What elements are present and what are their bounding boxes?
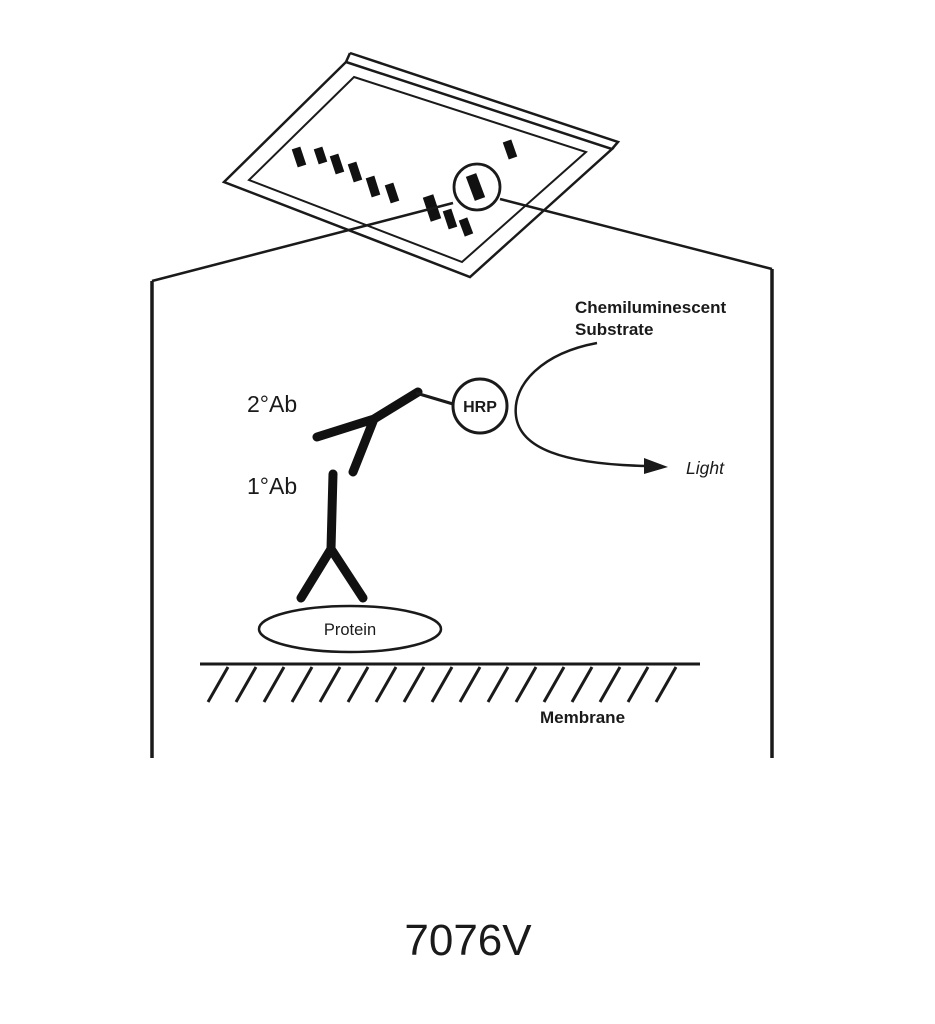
blot-film-inner-edge — [247, 75, 588, 264]
blot-bands — [291, 139, 518, 237]
blot-film — [221, 51, 621, 279]
blot-film-rim — [344, 51, 621, 150]
chemiluminescence-reaction: Chemiluminescent Substrate Light — [514, 298, 726, 478]
zoom-line-left — [151, 201, 454, 283]
secondary-antibody-complex: 2°Ab HRP — [247, 377, 509, 477]
secondary-antibody-label: 2°Ab — [247, 391, 297, 417]
blot-film-outer-edge — [221, 60, 615, 279]
membrane-label: Membrane — [540, 708, 625, 727]
reaction-arrowhead — [644, 458, 668, 474]
primary-antibody-shape — [296, 469, 368, 603]
catalog-number: 7076V — [404, 916, 532, 965]
zoom-callout — [150, 197, 774, 758]
protein-on-membrane: Protein Membrane — [200, 604, 700, 727]
protein-ellipse — [257, 604, 443, 654]
membrane-hatching — [206, 666, 678, 703]
protein-label: Protein — [324, 621, 376, 639]
substrate-label-line1: Chemiluminescent — [575, 298, 726, 317]
primary-antibody-complex: 1°Ab — [247, 469, 368, 603]
hrp-label: HRP — [463, 399, 497, 416]
primary-antibody-label: 1°Ab — [247, 473, 297, 499]
reaction-arrow-curve — [514, 341, 647, 468]
band-highlight-circle — [452, 162, 502, 212]
hrp-enzyme-circle — [451, 377, 509, 435]
zoom-line-right — [499, 197, 773, 271]
substrate-label-line2: Substrate — [575, 320, 653, 339]
secondary-antibody-shape — [312, 387, 423, 477]
hrp-linker — [415, 391, 454, 406]
light-label: Light — [686, 458, 725, 478]
